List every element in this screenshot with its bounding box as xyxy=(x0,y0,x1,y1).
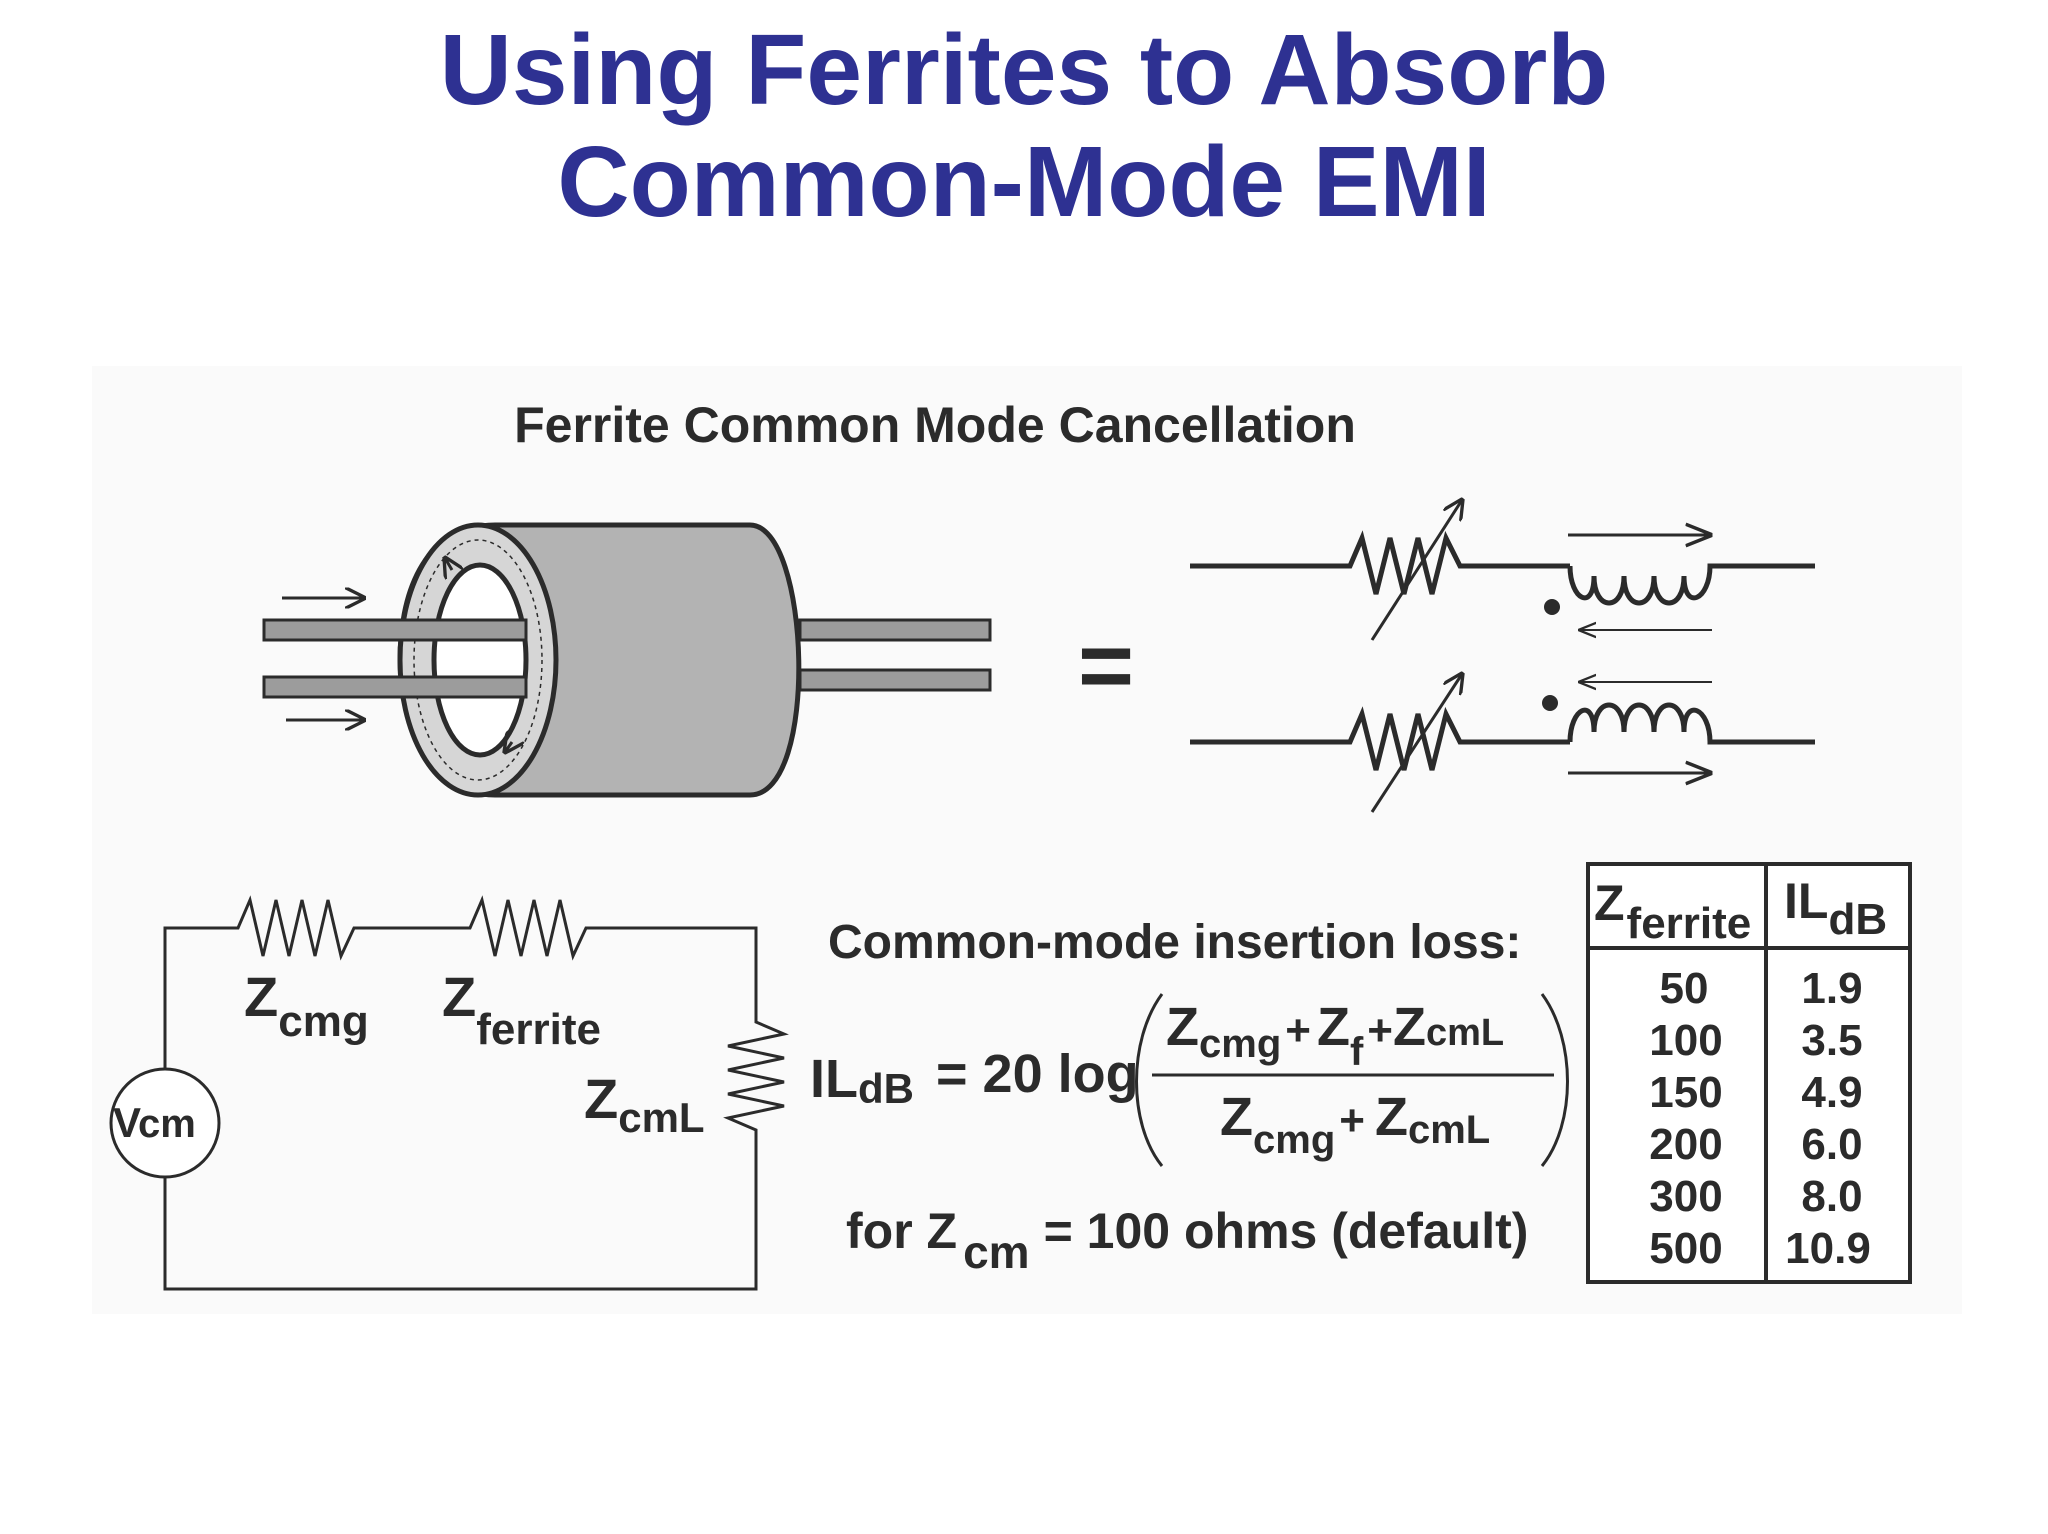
bottom-resistor xyxy=(1190,706,1570,771)
source-circle xyxy=(109,1067,221,1179)
table-cell: 10.9 xyxy=(1785,1224,1871,1273)
table-cell: 4.9 xyxy=(1801,1068,1862,1117)
table-border xyxy=(1586,862,1912,1284)
left-paren xyxy=(1135,993,1164,1167)
table-header-zferrite: Zferrite xyxy=(1594,875,1751,948)
table-cell: 300 xyxy=(1649,1172,1722,1221)
ferrite-bead xyxy=(262,522,992,798)
table-cell: 3.5 xyxy=(1801,1016,1862,1065)
formula-numerator: Zcmg+Zf+ZcmL xyxy=(1166,997,1504,1074)
r2-label: Zferrite xyxy=(442,965,601,1054)
r1-label: Zcmg xyxy=(244,965,369,1046)
figure-heading: Ferrite Common Mode Cancellation xyxy=(514,397,1356,453)
bottom-inductor xyxy=(1567,702,1815,745)
insertion-loss-circuit xyxy=(109,895,789,1291)
table-header-ildb: ILdB xyxy=(1784,873,1887,944)
circuit-wire-top xyxy=(163,895,789,1291)
conductor-in-bottom xyxy=(262,675,528,699)
flux-arrow-bottom xyxy=(505,742,512,752)
ferrite-hole xyxy=(431,562,529,758)
top-dot xyxy=(1544,599,1560,615)
formula-heading: Common-mode insertion loss: xyxy=(828,916,1521,969)
table-cell: 8.0 xyxy=(1801,1172,1862,1221)
table-cell: 500 xyxy=(1649,1224,1722,1273)
conductor-out-bottom xyxy=(798,668,992,692)
title-line-2: Common-Mode EMI xyxy=(557,126,1491,238)
r3-label: ZcmL xyxy=(584,1067,705,1141)
title-line-1: Using Ferrites to Absorb xyxy=(439,14,1609,126)
table-cell: 50 xyxy=(1660,964,1709,1013)
table-cell: 1.9 xyxy=(1801,964,1862,1013)
conductor-out-top xyxy=(798,618,992,642)
top-inductor xyxy=(1567,563,1815,606)
bottom-variable-arrow xyxy=(1370,674,1462,813)
formula-eq: = 20 log xyxy=(936,1044,1139,1104)
flux-arrow-top xyxy=(445,558,452,570)
table-cell: 6.0 xyxy=(1801,1120,1862,1169)
insertion-loss-table: Zferrite ILdB 50 1.9 100 3.5 150 4.9 200… xyxy=(1586,862,1912,1284)
table-rows: 50 1.9 100 3.5 150 4.9 200 6.0 300 8.0 5… xyxy=(1649,964,1871,1273)
bottom-dot xyxy=(1542,695,1558,711)
top-variable-arrow xyxy=(1370,500,1462,641)
top-resistor xyxy=(1190,530,1570,595)
source-label: Vcm xyxy=(113,1099,196,1146)
equivalent-circuit xyxy=(1190,500,1815,813)
equals-sign: = xyxy=(1078,612,1134,719)
right-paren xyxy=(1540,993,1569,1167)
table-cell: 200 xyxy=(1649,1120,1722,1169)
table-cell: 100 xyxy=(1649,1016,1722,1065)
table-cell: 150 xyxy=(1649,1068,1722,1117)
formula-denominator: Zcmg+ZcmL xyxy=(1220,1087,1490,1162)
formula-lhs: ILdB xyxy=(810,1049,914,1112)
conductor-in-top xyxy=(262,618,528,642)
slide-title: Using Ferrites to Absorb Common-Mode EMI xyxy=(0,14,2048,238)
